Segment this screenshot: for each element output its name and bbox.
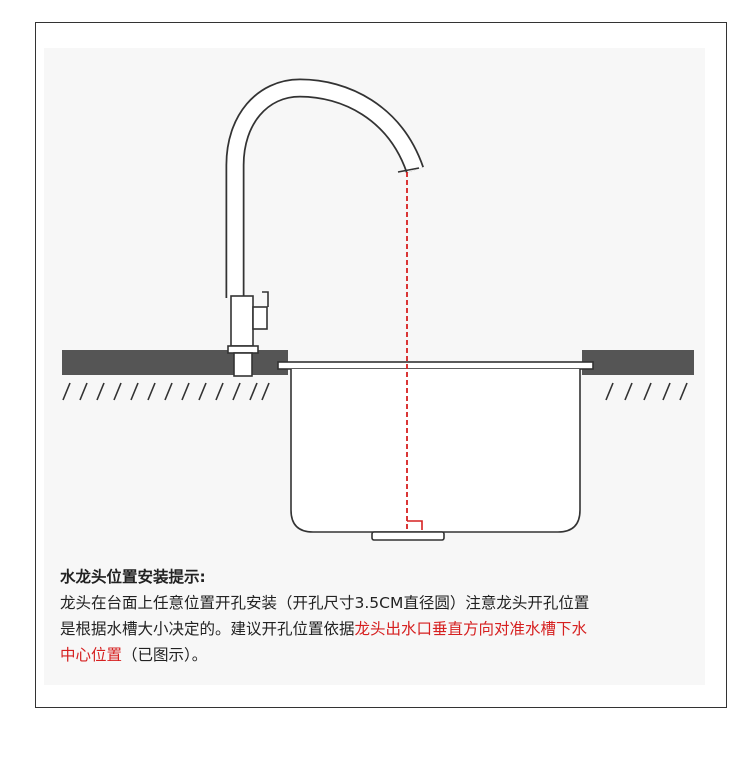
tip-highlight: 龙头出水口垂直方向对准水槽下水 bbox=[354, 620, 588, 638]
installation-tip: 水龙头位置安装提示: 龙头在台面上任意位置开孔安装（开孔尺寸3.5CM直径圆）注… bbox=[60, 564, 700, 668]
tip-highlight-cont: 中心位置 bbox=[60, 646, 123, 664]
countertop-right bbox=[582, 350, 694, 375]
tip-line-2: 是根据水槽大小决定的。建议开孔位置依据龙头出水口垂直方向对准水槽下水 bbox=[60, 620, 588, 638]
hatching-left bbox=[62, 382, 270, 401]
tip-line-3: 中心位置（已图示）。 bbox=[60, 646, 208, 664]
sink-basin-icon bbox=[277, 361, 594, 541]
tip-line-1: 龙头在台面上任意位置开孔安装（开孔尺寸3.5CM直径圆）注意龙头开孔位置 bbox=[60, 594, 590, 612]
tip-title: 水龙头位置安装提示: bbox=[60, 568, 206, 586]
faucet-icon bbox=[225, 78, 424, 377]
hatching-right bbox=[605, 382, 688, 401]
right-angle-marker bbox=[407, 520, 423, 530]
